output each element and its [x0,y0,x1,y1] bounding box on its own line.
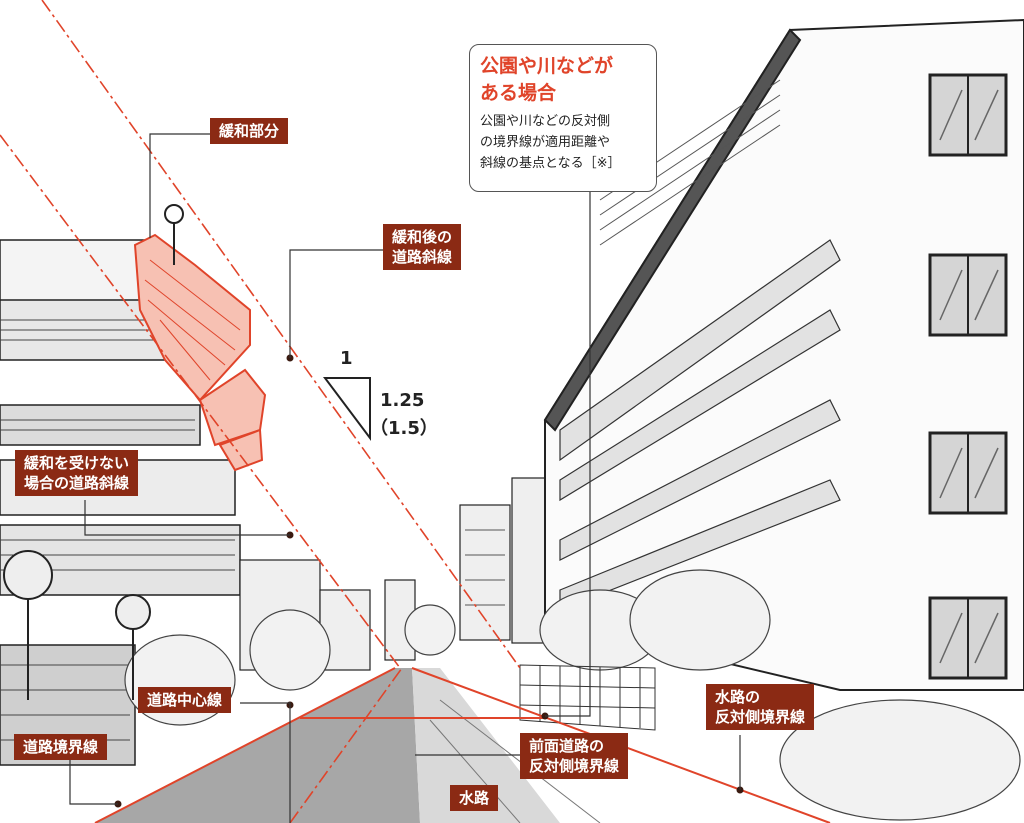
leader-kanwa-go [289,249,383,358]
label-relaxed-road-slant: 緩和後の 道路斜線 [383,224,462,270]
callout-body-line: の境界線が適用距離や [480,135,611,150]
callout-body-line: 公園や川などの反対側 [480,114,611,129]
label-unrelaxed-road-slant: 緩和を受けない 場合の道路斜線 [15,450,139,496]
label-front-road-opposite-boundary: 前面道路の 反対側境界線 [520,733,629,779]
label-text: 緩和部分 [219,122,280,140]
ratio-run: 1 [340,348,353,369]
road-center-line-mark [289,667,403,823]
label-text: 水路の [715,688,761,706]
label-text: 水路 [459,789,490,807]
label-text: 緩和後の [392,228,453,246]
leader-kanwa-bubun [149,133,210,238]
unrelaxed-road-slant-line [0,134,401,669]
label-road-center-line: 道路中心線 [138,687,232,713]
callout-body: 公園や川などの反対側 の境界線が適用距離や 斜線の基点となる［※］ [480,111,646,174]
label-waterway: 水路 [450,785,499,811]
label-text: 道路斜線 [392,248,453,266]
callout-title: 公園や川などが ある場合 [480,53,646,107]
relaxed-road-slant-line [41,0,521,669]
leader-callout [545,192,591,717]
label-text: 緩和を受けない [24,454,130,472]
road-surface [95,668,420,823]
leader-road-center [240,702,291,823]
road-boundary-line-mark [94,667,396,823]
label-text: 前面道路の [529,737,605,755]
label-text: 道路中心線 [147,691,223,709]
callout-body-line: 斜線の基点となる［※］ [480,156,621,171]
label-text: 道路境界線 [23,738,99,756]
ratio-rise: 1.25 [380,390,425,411]
callout-title-line: 公園や川などが [480,55,614,77]
label-text: 場合の道路斜線 [24,474,130,492]
leader-road-boundary [69,760,118,805]
label-text: 反対側境界線 [529,757,620,775]
label-text: 反対側境界線 [715,708,806,726]
slope-ratio-triangle [323,377,371,441]
label-waterway-opposite-boundary: 水路の 反対側境界線 [706,684,815,730]
leader-no-kanwa [84,500,290,536]
ratio-rise-alt: （1.5） [370,418,438,439]
trees [124,569,1021,821]
callout-title-line: ある場合 [480,82,557,104]
label-relaxed-portion: 緩和部分 [210,118,289,144]
park-river-callout: 公園や川などが ある場合 公園や川などの反対側 の境界線が適用距離や 斜線の基点… [469,44,657,192]
label-road-boundary-line: 道路境界線 [14,734,108,760]
